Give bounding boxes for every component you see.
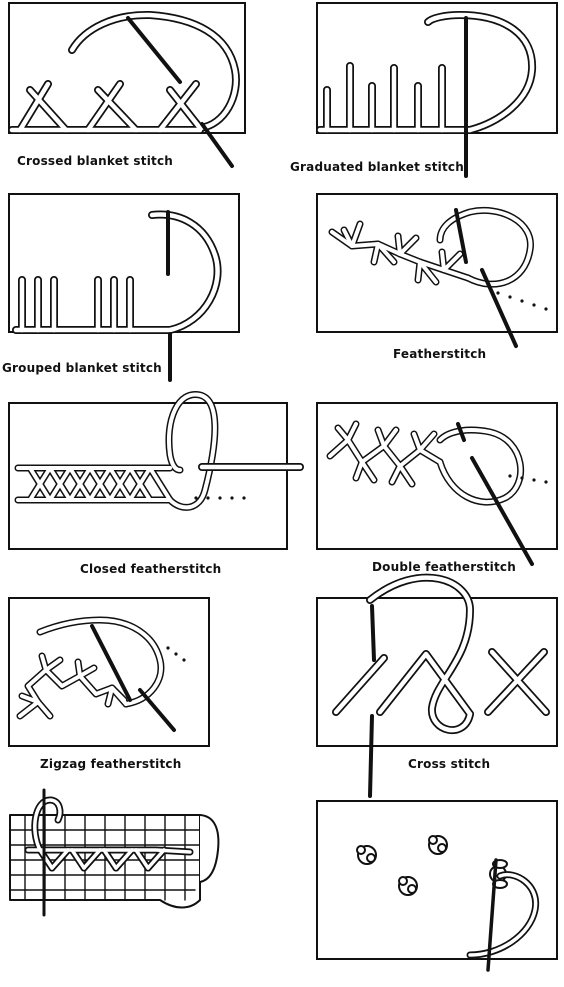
basket-stitch-illustration <box>10 790 218 915</box>
zigzag-featherstitch-illustration <box>20 620 186 730</box>
featherstitch-illustration <box>332 210 548 346</box>
panel-graduated-blanket <box>316 2 558 134</box>
grouped-blanket-illustration <box>16 212 218 380</box>
caption-double-featherstitch: Double featherstitch <box>372 560 516 574</box>
closed-featherstitch-illustration <box>18 394 300 507</box>
crossed-blanket-illustration <box>12 15 236 166</box>
caption-zigzag-featherstitch: Zigzag featherstitch <box>40 757 182 771</box>
cross-stitch-illustration <box>336 578 546 796</box>
caption-closed-featherstitch: Closed featherstitch <box>80 562 222 576</box>
double-featherstitch-illustration <box>330 424 548 564</box>
caption-featherstitch: Featherstitch <box>393 347 487 361</box>
graduated-blanket-illustration <box>320 15 532 176</box>
panel-featherstitch <box>316 193 558 333</box>
caption-grouped-blanket-stitch: Grouped blanket stitch <box>2 361 162 375</box>
french-knots-illustration <box>357 836 536 970</box>
caption-graduated-blanket-stitch: Graduated blanket stitch <box>290 160 464 174</box>
caption-crossed-blanket-stitch: Crossed blanket stitch <box>17 154 173 168</box>
caption-cross-stitch: Cross stitch <box>408 757 491 771</box>
